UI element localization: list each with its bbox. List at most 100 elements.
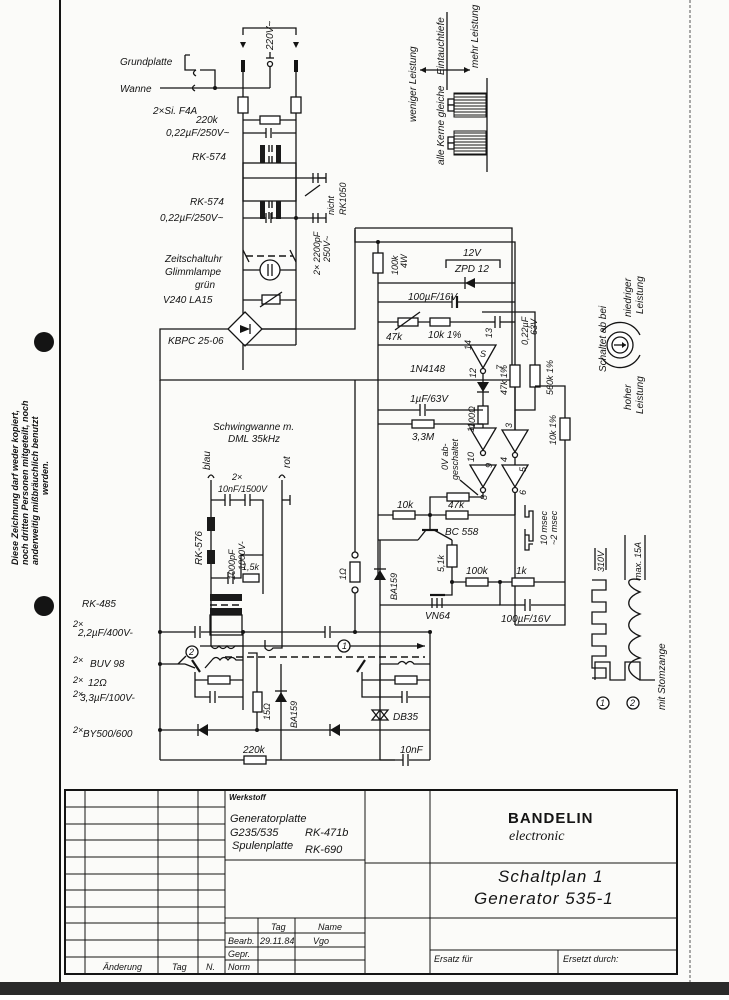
label-5-1k: 5,1k	[436, 554, 446, 572]
diode-ba159-control	[374, 570, 386, 580]
label-100ohm: 100Ω	[467, 406, 477, 428]
label-63v: 63V	[529, 318, 539, 335]
label-220k: 220k	[195, 115, 219, 126]
label-12ohm: 12Ω	[88, 678, 107, 689]
drawing-title-2: Generator 535-1	[474, 889, 614, 908]
resistor-47k-fb	[446, 492, 470, 502]
header-aenderung: Änderung	[102, 962, 142, 972]
transistor-buv98-1	[191, 659, 201, 673]
label-ersatz-fuer: Ersatz für	[434, 954, 474, 964]
label-10nf: 10nF	[400, 745, 424, 756]
diode-1n4148	[477, 382, 489, 392]
glow-lamp	[259, 259, 281, 281]
switch-note: Schaltet ab bei niedriger Leistung hoher…	[598, 276, 646, 414]
disclaimer-line-1: Diese Zeichnung darf weder kopiert,	[10, 410, 20, 565]
header-name: Name	[318, 922, 342, 932]
potentiometer-47k	[397, 317, 419, 327]
label-10msec: 10 msec	[539, 510, 549, 545]
material-spulenplatte: Spulenplatte	[232, 840, 293, 852]
label-47k: 47k	[448, 500, 465, 511]
label-310v: 310V	[596, 550, 606, 572]
label-rot: rot	[282, 455, 293, 468]
label-1000v: 1000V-	[237, 541, 247, 570]
label-cap-022-1: 0,22µF/250V~	[166, 128, 229, 139]
label-gruen: grün	[195, 280, 215, 291]
label-ersetzt-durch: Ersetzt durch:	[563, 954, 619, 964]
resistor-100k-b	[465, 577, 489, 587]
label-rk576: RK-576	[194, 531, 205, 565]
pin-11: 11	[466, 423, 476, 432]
label-2x-by500: 2×	[72, 725, 83, 735]
label-cap-022-2: 0,22µF/250V~	[160, 213, 223, 224]
dc-minus-bus	[159, 227, 513, 381]
label-pot-47k: 47k	[386, 332, 403, 343]
label-47k-1pct: 47k 1%	[499, 365, 509, 395]
diode-by500-1	[198, 724, 208, 736]
choke-rk576-1	[207, 517, 215, 531]
label-varistor: V240 LA15	[163, 295, 213, 306]
label-leistung-2: Leistung	[635, 376, 646, 414]
ground-connector	[184, 54, 196, 71]
resistor-15ohm	[252, 691, 263, 713]
disclaimer-line-4: werden.	[40, 461, 50, 495]
label-eintauchtiefe: Eintauchtiefe	[436, 17, 447, 75]
label-vn64: VN64	[425, 611, 450, 622]
label-rk574-1: RK-574	[192, 152, 226, 163]
schmitt-label: S	[480, 349, 486, 359]
label-werkstoff: Werkstoff	[229, 793, 267, 802]
pin-8: 8	[479, 495, 489, 500]
resistor-10k-1pct	[429, 317, 451, 327]
diode-by500-2	[330, 724, 340, 736]
label-4w: 4W	[399, 253, 409, 268]
diode-ba159-power	[275, 692, 287, 702]
resistor-220k-bottom	[243, 755, 267, 765]
label-schaltet-ab-bei: Schaltet ab bei	[598, 305, 609, 372]
label-niedriger: niedriger	[623, 277, 634, 317]
label-buv98: BUV 98	[90, 659, 125, 670]
header-tag: Tag	[271, 922, 286, 932]
transistor-buv98-2	[356, 659, 366, 673]
disclaimer-line-2: noch dritten Personen mitgeteilt, noch	[20, 400, 30, 565]
label-wanne: Wanne	[120, 84, 152, 95]
label-hoher: hoher	[623, 384, 634, 410]
title-block: Änderung Tag N. Werkstoff Generatorplatt…	[64, 789, 678, 975]
label-12v: 12V	[463, 248, 482, 259]
control-section: 100k 4W 12V ZPD 12 100µF/16V 47k 10k 1% …	[354, 228, 571, 700]
resistor-47k-1pct	[509, 364, 521, 388]
label-2x-10nf: 2×	[231, 472, 242, 482]
disclaimer-line-3: anderweitig mißbräuchlich benutzt	[30, 415, 40, 565]
label-2200pf: 2× 2200pF	[312, 231, 322, 276]
waveform-1-square	[591, 579, 607, 679]
label-100k-b: 100k	[466, 566, 489, 577]
resistor-220k	[259, 115, 281, 125]
label-10k-1pct-b: 10k 1%	[548, 415, 558, 445]
schmitt-trigger-3	[468, 464, 498, 489]
label-db35: DB35	[393, 712, 418, 723]
row-bearb: Bearb.	[228, 936, 255, 946]
label-zpd12: ZPD 12	[454, 264, 489, 275]
schmitt-trigger-4	[500, 429, 530, 454]
pin-10: 10	[466, 452, 476, 462]
header-rev-n: N.	[206, 962, 215, 972]
label-max-15a: max. 15A	[633, 542, 643, 580]
label-15ohm: 15Ω	[262, 703, 272, 720]
label-3-3uf: 3,3µF/100V-	[80, 693, 136, 704]
marker-2: 2	[188, 647, 194, 657]
label-leistung-1: Leistung	[635, 276, 646, 314]
label-1uf-63v: 1µF/63V	[410, 394, 449, 405]
resistor-560k-1pct	[529, 364, 541, 388]
label-geschaltet: geschaltet	[450, 438, 460, 480]
label-rk1050: RK1050	[338, 182, 348, 215]
pin-3: 3	[504, 423, 514, 428]
label-rk485: RK-485	[82, 599, 116, 610]
label-1000pf: 1000pF	[227, 549, 237, 580]
resistor-12ohm-1	[207, 675, 231, 685]
label-ba159-control: BA159	[389, 573, 399, 600]
material-rk690: RK-690	[305, 844, 343, 856]
brand-electronic: electronic	[509, 829, 565, 844]
schmitt-trigger-1	[468, 344, 498, 370]
resistor-1k	[511, 577, 535, 587]
resistor-1ohm	[349, 561, 361, 583]
label-mit-stromzange: mit Stomzange	[657, 643, 668, 710]
